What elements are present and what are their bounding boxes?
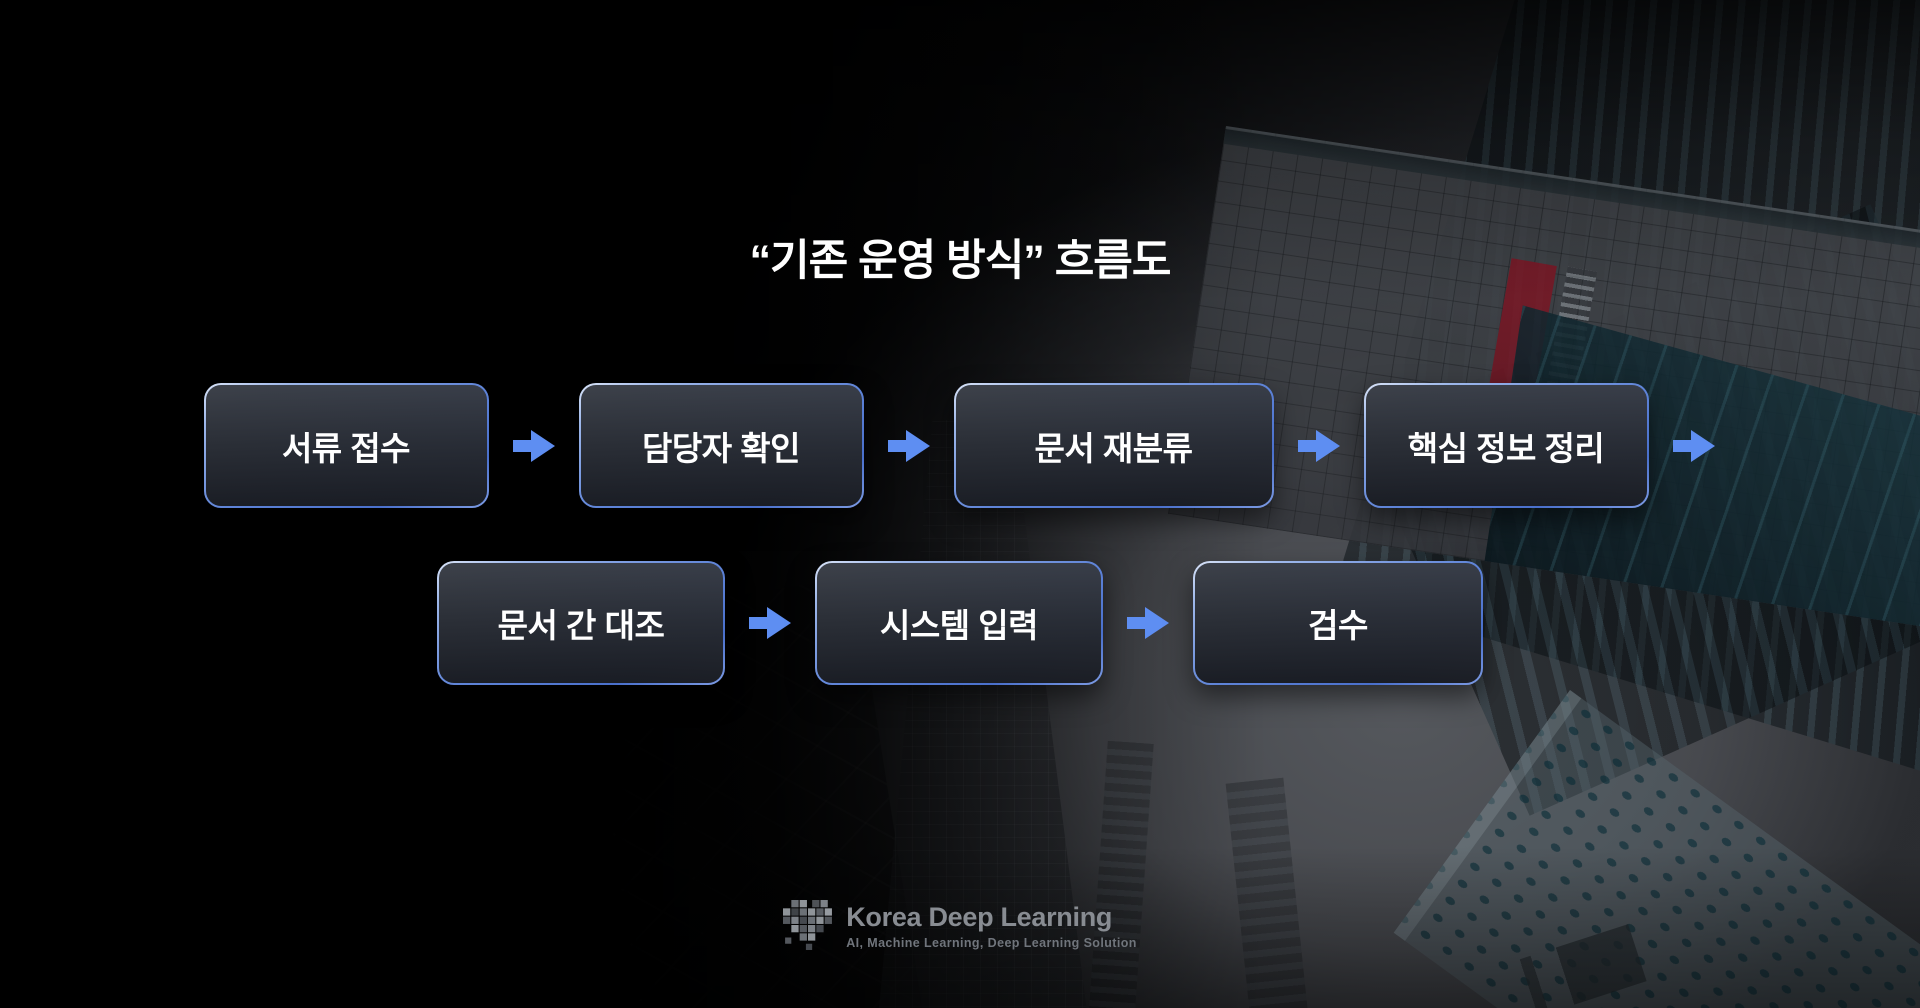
bg-slatted-facade-right (1358, 204, 1920, 816)
step-label: 핵심 정보 정리 (1365, 385, 1647, 506)
step-1-document-receipt: 서류 접수 (203, 383, 489, 508)
step-6-system-entry: 시스템 입력 (815, 561, 1103, 685)
step-7-inspection: 검수 (1193, 561, 1483, 685)
bg-gray-skyscraper (1168, 126, 1920, 632)
company-logo: Korea Deep Learning AI, Machine Learning… (0, 900, 1920, 952)
logo-tagline: AI, Machine Learning, Deep Learning Solu… (846, 936, 1137, 950)
flow-arrow-icon (747, 603, 793, 643)
step-3-document-reclassification: 문서 재분류 (953, 383, 1274, 508)
step-5-document-cross-check: 문서 간 대조 (437, 561, 725, 685)
page-title: “기존 운영 방식” 흐름도 (749, 237, 1172, 285)
step-label: 서류 접수 (205, 385, 487, 506)
flow-arrow-icon (511, 426, 557, 466)
step-label: 시스템 입력 (817, 563, 1101, 683)
flow-row-2: 문서 간 대조 시스템 입력 검수 (0, 561, 1920, 685)
step-2-assignee-check: 담당자 확인 (578, 383, 864, 508)
pixel-heart-logo-icon (783, 900, 833, 952)
bg-construction-crane (1088, 740, 1154, 1008)
flow-row-1: 서류 접수 담당자 확인 문서 재분류 핵심 정보 정리 (0, 383, 1920, 508)
logo-name: Korea Deep Learning (846, 902, 1113, 932)
bg-construction-crane (1225, 777, 1309, 1008)
step-label: 문서 간 대조 (439, 563, 723, 683)
flow-wrap-arrow-icon (1671, 426, 1717, 466)
step-label: 담당자 확인 (580, 385, 862, 506)
step-4-key-info-organization: 핵심 정보 정리 (1363, 383, 1649, 508)
flow-arrow-icon (1296, 426, 1342, 466)
bg-oval-window-tower (1393, 690, 1920, 1008)
flow-arrow-icon (1125, 603, 1171, 643)
step-label: 검수 (1195, 563, 1481, 683)
flow-arrow-icon (886, 426, 932, 466)
step-label: 문서 재분류 (955, 385, 1272, 506)
logo-text-block: Korea Deep Learning AI, Machine Learning… (846, 902, 1137, 950)
